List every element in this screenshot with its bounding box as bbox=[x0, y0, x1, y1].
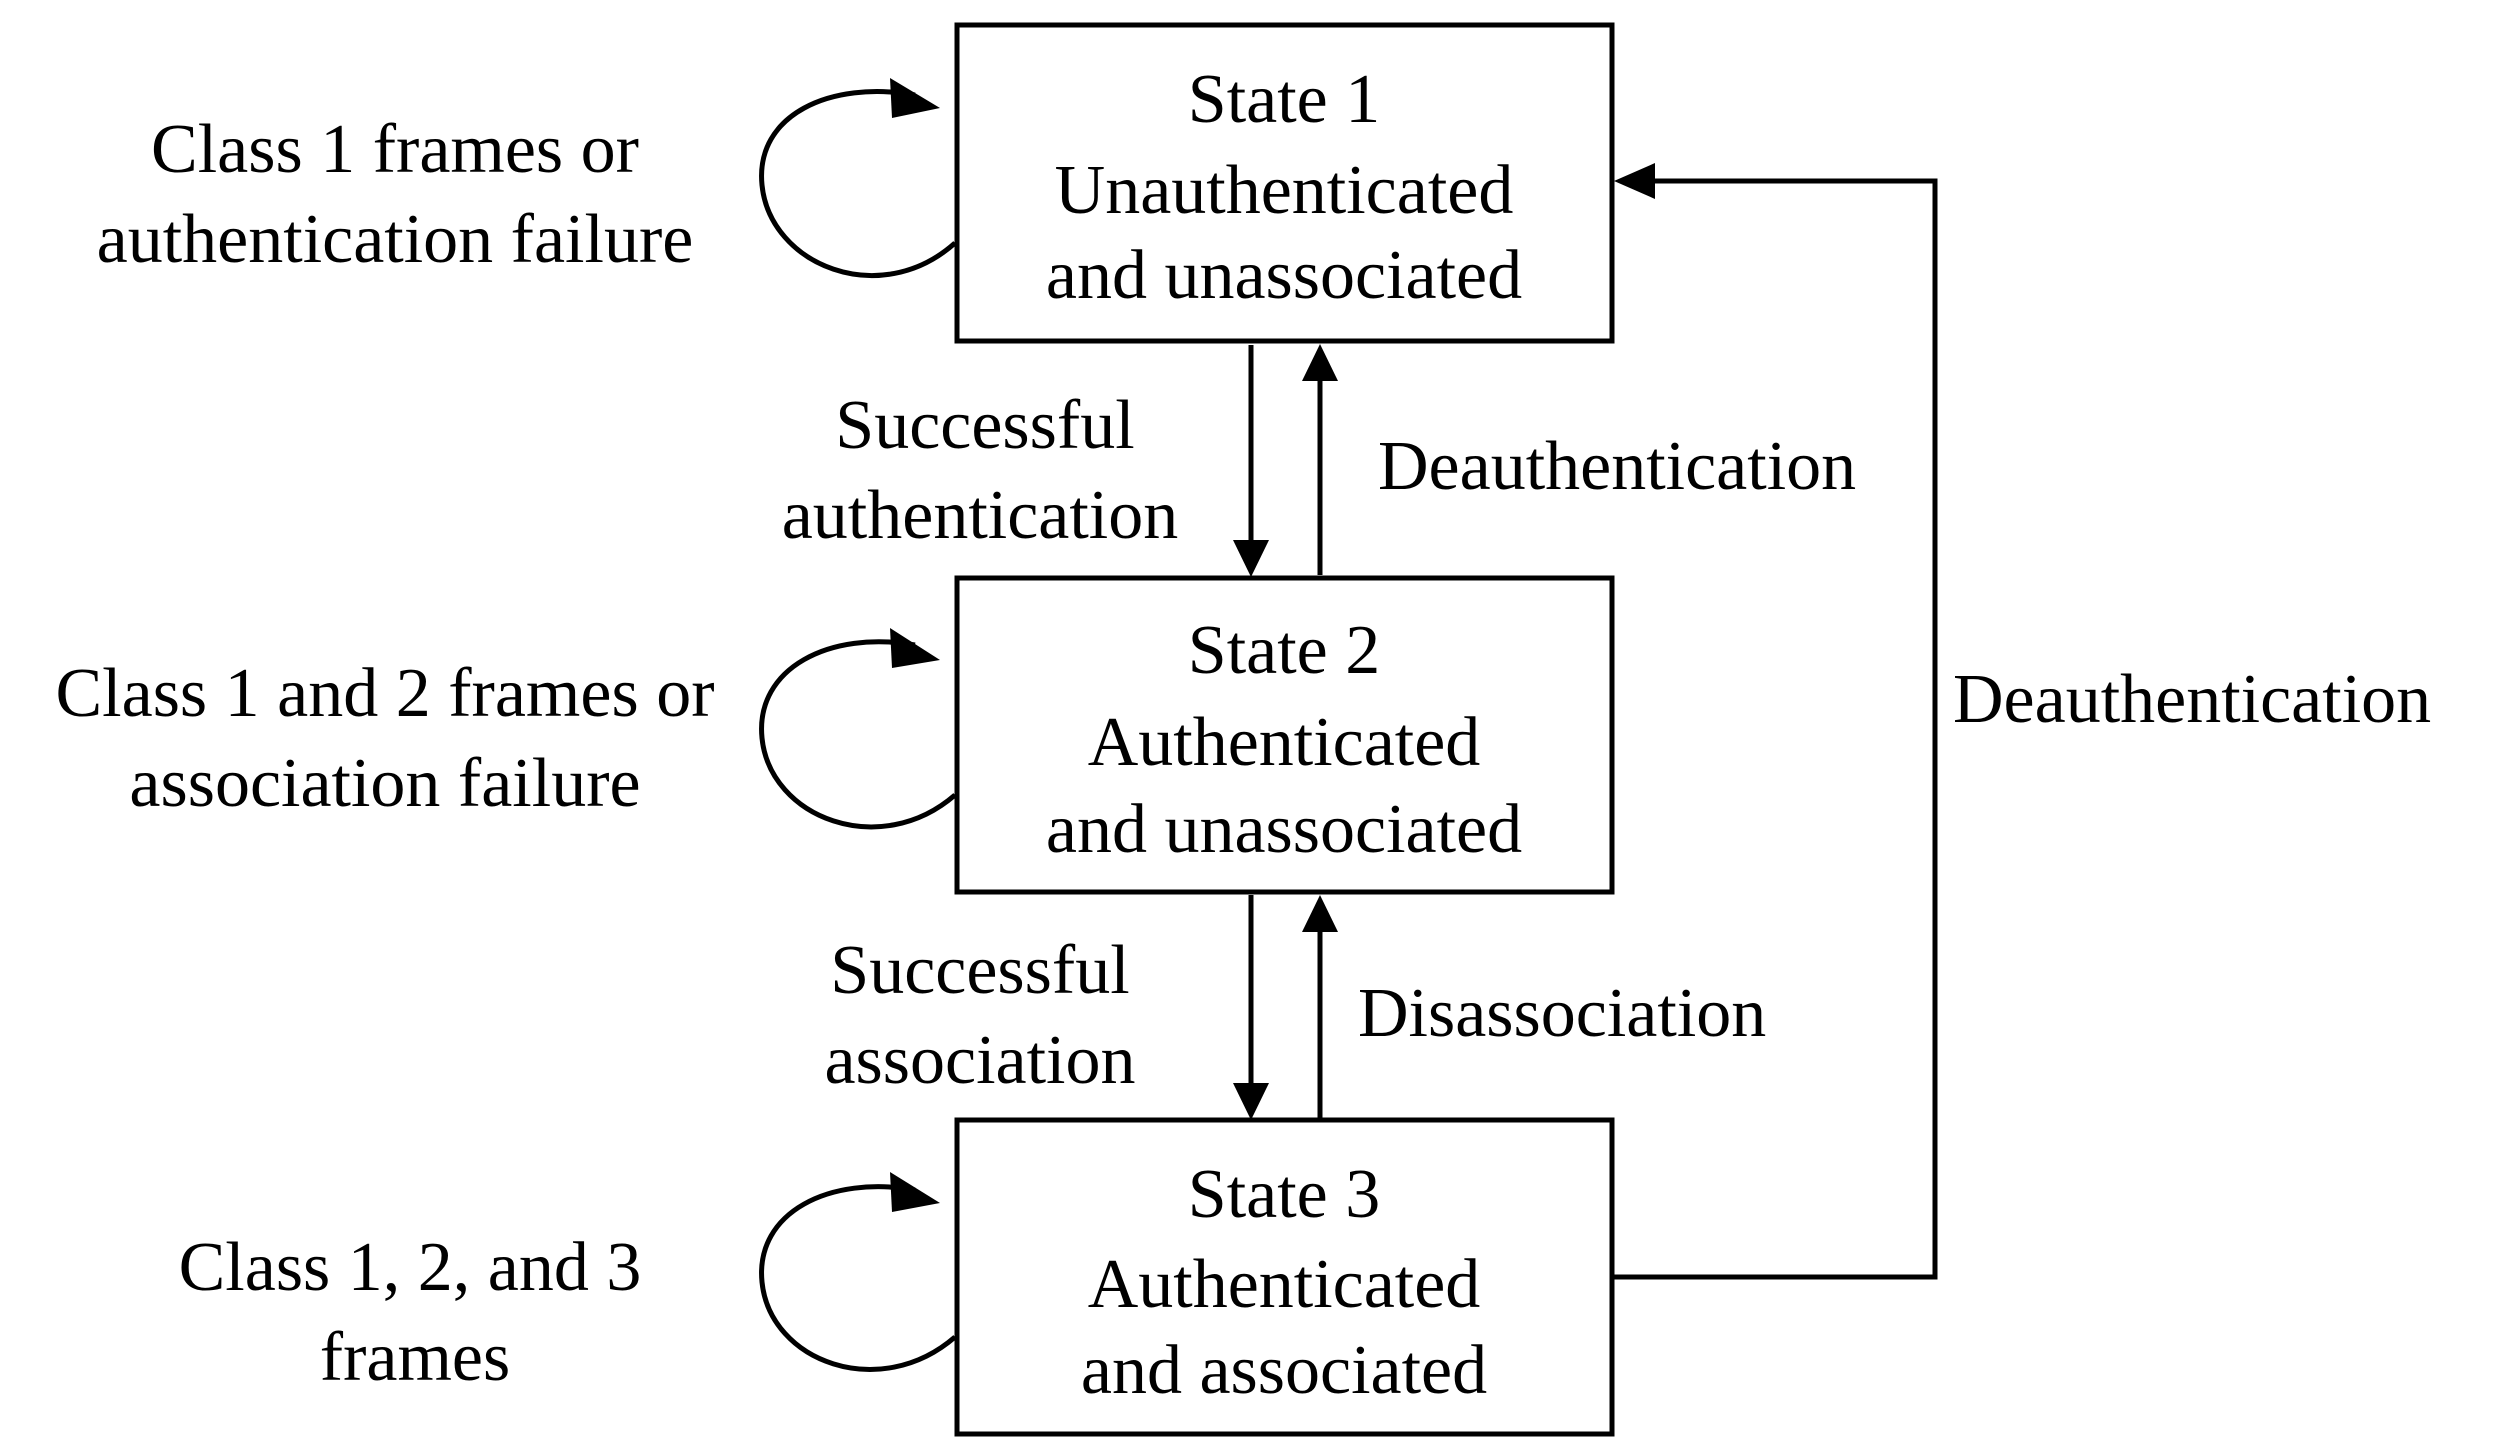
state-2-line3: and unassociated bbox=[1046, 791, 1522, 868]
arrow-disassociation bbox=[1302, 895, 1338, 1118]
state-1-line3: and unassociated bbox=[1046, 237, 1522, 314]
arrow-deauthentication-s3-s1 bbox=[1614, 163, 1938, 1280]
self-loop-2-label-line2: association failure bbox=[129, 745, 640, 822]
state-2-box: State 2 Authenticated and unassociated bbox=[954, 575, 1615, 895]
self-loop-state-1 bbox=[759, 78, 957, 279]
arrow-successful-association bbox=[1233, 895, 1269, 1120]
self-loop-state-2 bbox=[759, 628, 957, 830]
arrow-successful-authentication bbox=[1233, 345, 1269, 577]
self-loop-state-2-arrowhead bbox=[890, 628, 940, 668]
state-3-box: State 3 Authenticated and associated bbox=[954, 1117, 1615, 1437]
self-loop-2-label-line1: Class 1 and 2 frames or bbox=[55, 655, 714, 732]
state-2-line2: Authenticated bbox=[1088, 704, 1481, 781]
state-3-title: State 3 bbox=[1188, 1156, 1380, 1233]
arrow-successful-association-head bbox=[1233, 1083, 1269, 1120]
successful-association-label-line2: association bbox=[824, 1022, 1135, 1099]
arrow-deauthentication-s2-s1-head bbox=[1302, 344, 1338, 381]
self-loop-1-label-line2: authentication failure bbox=[97, 201, 694, 278]
successful-authentication-label-line1: Successful bbox=[835, 387, 1134, 464]
self-loop-3-label-line1: Class 1, 2, and 3 bbox=[179, 1229, 642, 1306]
self-loop-state-3 bbox=[759, 1172, 957, 1372]
deauthentication-label-s3-s1: Deauthentication bbox=[1953, 661, 2431, 738]
self-loop-3-label-line2: frames bbox=[320, 1319, 510, 1396]
deauthentication-label-s2-s1: Deauthentication bbox=[1378, 428, 1856, 505]
arrow-deauthentication-s3-s1-head bbox=[1614, 163, 1655, 199]
state-3-line3: and associated bbox=[1081, 1332, 1487, 1409]
successful-association-label-line1: Successful bbox=[830, 932, 1129, 1009]
disassociation-label: Disassociation bbox=[1358, 975, 1766, 1052]
state-1-title: State 1 bbox=[1188, 61, 1380, 138]
state-1-box: State 1 Unauthenticated and unassociated bbox=[954, 22, 1615, 344]
self-loop-1-label-line1: Class 1 frames or bbox=[151, 111, 639, 188]
self-loop-state-1-arrowhead bbox=[890, 78, 940, 118]
state-2-title: State 2 bbox=[1188, 612, 1380, 689]
state-1-line2: Unauthenticated bbox=[1055, 152, 1514, 229]
successful-authentication-label-line2: authentication bbox=[782, 477, 1179, 554]
arrow-deauthentication-s2-s1 bbox=[1302, 344, 1338, 575]
arrow-successful-authentication-head bbox=[1233, 540, 1269, 577]
arrow-disassociation-head bbox=[1302, 895, 1338, 932]
state-3-line2: Authenticated bbox=[1088, 1246, 1481, 1323]
self-loop-state-3-arrowhead bbox=[890, 1172, 940, 1212]
